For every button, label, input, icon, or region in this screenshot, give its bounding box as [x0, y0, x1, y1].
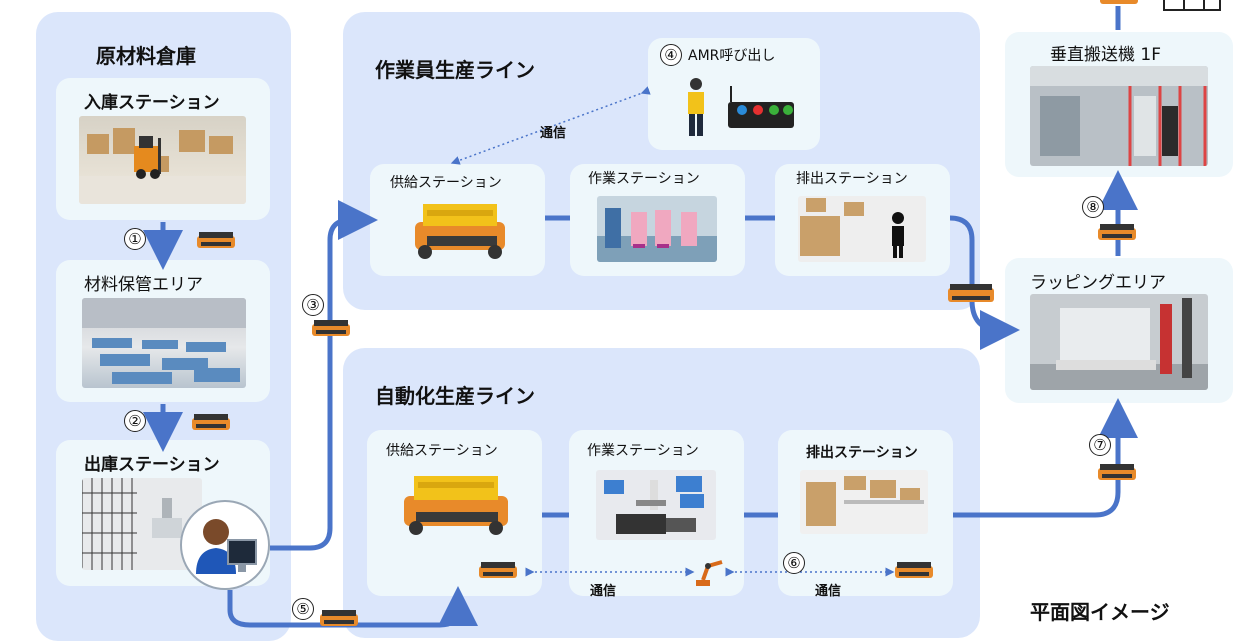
storage-photo [82, 298, 246, 388]
manual-supply-label: 供給ステーション [390, 175, 502, 191]
vertical-lift-photo [1030, 66, 1208, 166]
inbound-station-label: 入庫ステーション [84, 93, 220, 113]
auto-supply-label: 供給ステーション [386, 443, 498, 459]
step-1-badge: ① [124, 228, 146, 250]
forklift-icon [79, 128, 246, 204]
agv-icon-3 [312, 320, 350, 336]
agv-icon-auto-discharge [895, 562, 933, 578]
auto-discharge-photo [800, 470, 928, 534]
manual-discharge-photo [798, 196, 926, 262]
forklift-photo [79, 116, 246, 204]
outbound-station-label: 出庫ステーション [84, 455, 220, 475]
operator-pc-icon [180, 500, 270, 590]
rack-icon-top [1163, 0, 1221, 11]
auto-supply-agv-icon [392, 468, 522, 538]
agv-icon-1 [197, 232, 235, 248]
agv-icon-top [1100, 0, 1138, 4]
manual-work-label: 作業ステーション [588, 171, 700, 187]
agv-icon-manual-exit [948, 284, 994, 302]
step-2-badge: ② [124, 410, 146, 432]
vertical-lift-label: 垂直搬送機 1F [1050, 45, 1161, 65]
step-6-badge: ⑥ [783, 552, 805, 574]
auto-line-title: 自動化生産ライン [375, 384, 535, 408]
amr-call-label: AMR呼び出し [688, 48, 776, 64]
agv-icon-2 [192, 414, 230, 430]
person-icon [688, 78, 704, 136]
auto-work-label: 作業ステーション [587, 443, 699, 459]
agv-icon-8 [1098, 224, 1136, 240]
comm-label-auto-left: 通信 [590, 584, 617, 599]
step-5-badge: ⑤ [292, 598, 314, 620]
storage-area-label: 材料保管エリア [84, 275, 203, 295]
floor-plan-caption: 平面図イメージ [1030, 600, 1170, 624]
step-4-badge: ④ [660, 44, 682, 66]
worker-icon [892, 212, 904, 258]
step-8-badge: ⑧ [1082, 196, 1104, 218]
manual-work-photo [597, 196, 717, 262]
agv-icon-7 [1098, 464, 1136, 480]
warehouse-title: 原材料倉庫 [96, 44, 196, 68]
auto-discharge-label: 排出ステーション [806, 445, 918, 461]
manual-supply-agv-icon [405, 196, 517, 262]
agv-icon-5 [320, 610, 358, 626]
auto-work-photo [596, 470, 716, 540]
manual-line-title: 作業員生産ライン [375, 58, 535, 82]
wrapping-area-photo [1030, 294, 1208, 390]
agv-icon-auto-supply [479, 562, 517, 578]
manual-discharge-label: 排出ステーション [796, 171, 908, 187]
comm-label-auto-right: 通信 [815, 584, 842, 599]
amr-call-device-icon [680, 72, 800, 138]
comm-label-manual: 通信 [540, 126, 567, 141]
step-7-badge: ⑦ [1089, 434, 1111, 456]
wrapping-area-label: ラッピングエリア [1030, 273, 1166, 293]
robot-arm-icon [696, 560, 723, 586]
step-3-badge: ③ [302, 294, 324, 316]
